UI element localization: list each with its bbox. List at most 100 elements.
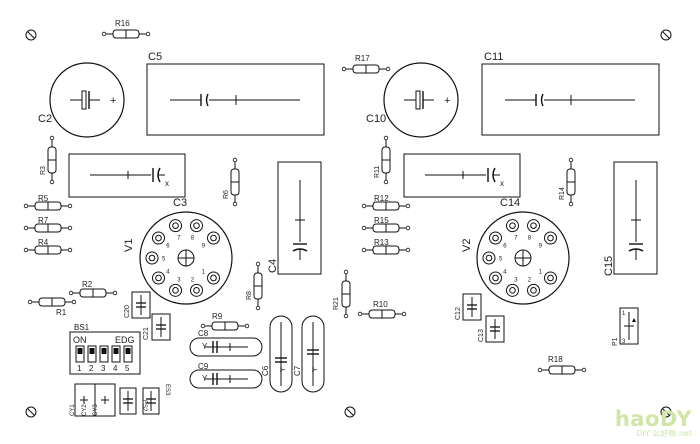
label-bs1: BS1 [74,323,90,332]
label-c14: C14 [500,197,520,209]
label-r2: R2 [82,280,93,289]
label-edg: EDG [115,335,135,345]
socket-pin-hole [509,222,516,229]
socket-pin-hole [509,287,516,294]
y-mark: Y [280,367,287,372]
capacitor-c10: + C10 [366,62,459,138]
dip-lever-knob [89,348,95,354]
label-r11: R11 [374,166,381,178]
label-r13: R13 [374,238,389,247]
socket-pin-number: 9 [202,244,206,250]
capacitor-c5: C5 [146,51,325,136]
y-mark: Y [202,374,208,383]
label-r7: R7 [38,216,49,225]
label-es3: ES3 [164,384,170,396]
label-r1: R1 [56,308,67,317]
resistor-r17: R17 [341,54,391,74]
label-c5: C5 [148,51,162,63]
socket-pin-number: 8 [528,236,532,242]
p1-pin-3: 3 [622,339,626,345]
label-c10: C10 [366,113,386,125]
socket-pin-number: 5 [162,257,166,263]
socket-pin-number: 6 [166,244,170,250]
label-r6: R6 [223,190,230,199]
capacitor-c20: C20 [124,291,151,319]
connector-p1: 1 3 P1 [612,307,639,346]
resistor-r11: R11 [374,135,391,185]
label-c2: C2 [38,113,52,125]
label-r14: R14 [559,187,566,200]
resistor-r9: R9 [200,312,250,331]
label-c7: C7 [293,365,302,376]
x-mark: x [500,179,504,188]
label-v2: V2 [461,239,473,252]
socket-pin-number: 3 [177,277,181,283]
label-r8: R8 [246,291,253,300]
dip-lever-knob [125,348,131,354]
resistor-r4: R4 [23,238,73,255]
label-cy2: CY2 [82,404,88,416]
label-c3: C3 [173,197,187,209]
socket-pin-number: 1 [539,269,543,275]
label-c21: C21 [143,327,150,340]
label-r12: R12 [374,194,389,203]
socket-pin-hole [530,222,537,229]
socket-pin-hole [547,234,554,242]
socket-pin-number: 6 [503,244,507,250]
label-r4: R4 [38,238,49,247]
resistor-r14: R14 [559,157,576,207]
socket-pin-hole [530,287,537,294]
socket-pin-number: 3 [514,277,518,283]
socket-pin-hole [193,287,200,294]
plus-sign: + [444,95,450,107]
dip-number: 2 [89,364,94,373]
resistor-r21: R21 [333,269,351,319]
label-r16: R16 [115,19,130,28]
mounting-hole [344,406,356,418]
dip-lever-knob [101,348,107,354]
label-c9: C9 [198,362,209,371]
label-c8: C8 [198,329,209,338]
plus-sign: + [110,95,116,107]
capacitor-c2: + C2 [38,62,125,138]
watermark-logo: haoDY [614,407,692,431]
socket-pin-number: 4 [166,269,170,275]
label-c6: C6 [261,365,270,376]
dip-lever-knob [77,348,83,354]
label-r21: R21 [333,297,340,310]
label-cy1: CY1 [70,404,76,416]
resistor-r5: R5 [23,194,73,211]
label-r10: R10 [373,300,388,309]
socket-pin-hole [492,234,499,242]
capacitor-c21: C21 [143,313,171,341]
capacitor-c12: C12 [455,293,482,321]
socket-pin-hole [193,222,200,229]
socket-pin-hole [547,274,554,282]
resistor-r3: R3 [40,135,57,185]
socket-pin-number: 7 [177,236,181,242]
resistor-r1: R1 [27,297,77,317]
capacitor-c6: C6 Y [261,315,293,393]
label-r18: R18 [548,355,563,364]
resistor-r16: R16 [101,19,151,39]
watermark: haoDY DIY 么好做.net [614,407,692,439]
label-r15: R15 [374,216,389,225]
capacitor-c7: C7 Y [293,315,325,393]
label-c11: C11 [484,51,503,63]
label-p1: P1 [612,337,619,346]
resistor-r2: R2 [68,280,118,298]
resistor-r10: R10 [357,300,407,319]
socket-pin-hole [210,234,217,242]
label-es2: ES2 [141,400,147,412]
resistor-r15: R15 [361,216,411,233]
capacitor-c4: C4 [267,161,322,275]
capacitor-c3: x C3 [68,153,187,209]
mounting-hole [25,29,37,41]
socket-pin-number: 7 [514,236,518,242]
label-on: ON [73,335,87,345]
capacitor-c11: C11 [481,51,660,136]
socket-pin-hole [492,274,499,282]
capacitor-cy-group: CY1 CY2 CY3 [70,383,116,417]
socket-pin-hole [155,234,162,242]
